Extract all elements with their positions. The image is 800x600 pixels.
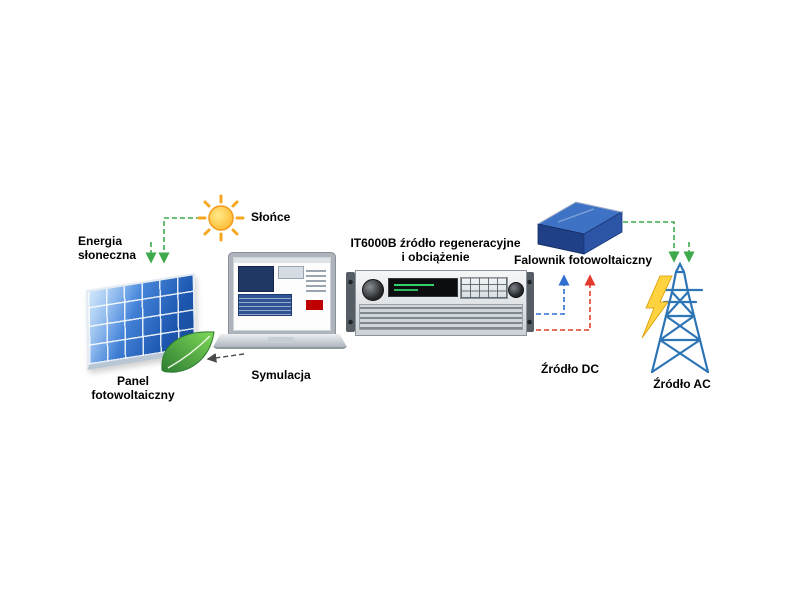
laptop-screen: [228, 252, 336, 336]
rack-ear-left: [346, 272, 355, 332]
lightning-icon: [641, 275, 673, 339]
rack-ear-right: [525, 272, 534, 332]
simulation-window-1: [238, 266, 274, 292]
arrow-inverter-to-tower-1: [623, 221, 680, 263]
device-label-line1: IT6000B źródło regeneracyjne: [350, 236, 521, 250]
inverter-side-face: [583, 211, 623, 255]
inverter-icon: [536, 201, 624, 255]
simulation-logo-block: [306, 300, 323, 310]
panel-label-line2: fotowoltaiczny: [91, 388, 175, 402]
device-label: IT6000B źródło regeneracyjne i obciążeni…: [328, 236, 543, 264]
dc-source-label: Źródło DC: [541, 362, 599, 376]
simulation-data-rows: [306, 268, 326, 292]
device-front-panel: [355, 270, 527, 336]
it6000b-unit: [346, 270, 534, 336]
device-display: [388, 278, 458, 297]
solar-panel-icon: [78, 266, 215, 374]
device-keypad: [460, 277, 508, 299]
laptop-touchpad: [268, 337, 294, 343]
device-knob: [362, 279, 384, 301]
power-tower-icon: [641, 261, 710, 374]
arrow-dc-blue: [536, 274, 570, 315]
simulation-window-2: [238, 294, 292, 316]
device-knob-small: [508, 282, 524, 298]
arrow-dc-red: [536, 274, 596, 331]
ac-source-label: Źródło AC: [653, 377, 711, 391]
sun-icon: [197, 194, 245, 242]
solar-energy-line1: Energia: [78, 234, 123, 248]
device-vent-grille: [359, 304, 523, 330]
arrow-sun-to-panel-1: [158, 217, 201, 264]
panel-label-line1: Panel: [116, 374, 149, 388]
simulation-label: Symulacja: [251, 368, 311, 382]
tower-lattice: [650, 261, 710, 374]
panel-label: Panel fotowoltaiczny: [68, 374, 198, 402]
device-label-line2: i obciążenie: [401, 250, 470, 264]
simulation-window-3: [278, 266, 304, 279]
arrow-laptop-to-panel: [206, 352, 245, 363]
simulation-screen: [233, 257, 331, 331]
simulation-toolbar: [234, 258, 330, 263]
solar-energy-label: Energia słoneczna: [78, 234, 136, 262]
display-readout-line2: [394, 289, 418, 291]
solar-energy-line2: słoneczna: [78, 248, 137, 262]
inverter-label: Falownik fotowoltaiczny: [513, 253, 652, 267]
display-readout-line1: [394, 284, 434, 286]
sun-label: Słońce: [251, 210, 291, 224]
leaf-icon: [161, 331, 215, 373]
laptop-icon: [212, 250, 348, 350]
